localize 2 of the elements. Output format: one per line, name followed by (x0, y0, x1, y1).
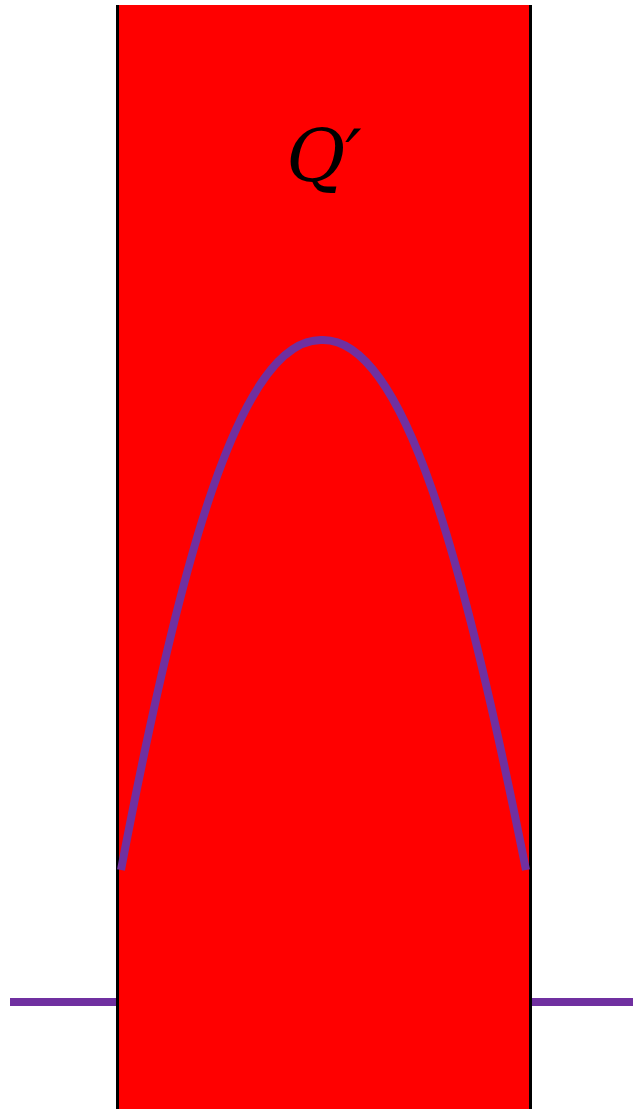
filled-band (116, 5, 532, 1109)
region-label: Q′ (286, 115, 362, 199)
